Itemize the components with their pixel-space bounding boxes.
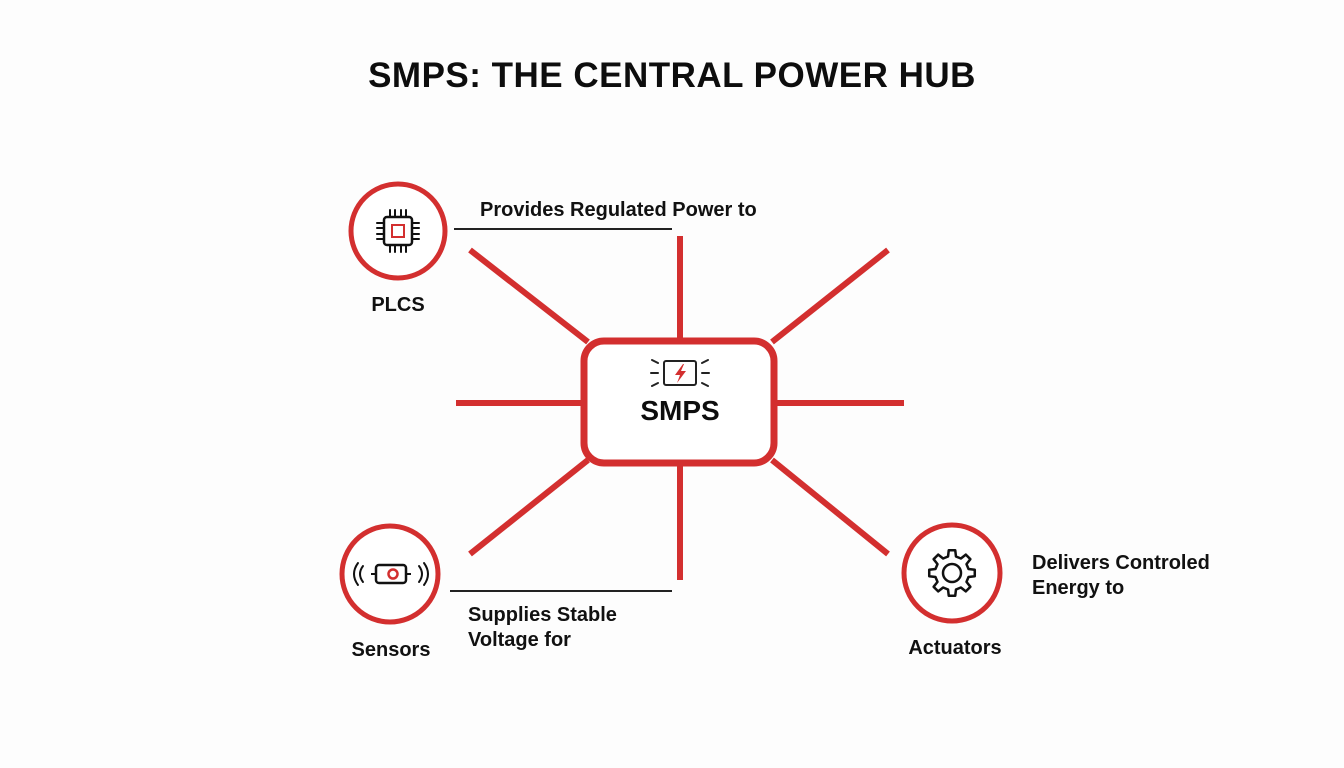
gear-icon bbox=[927, 548, 977, 598]
sensor-icon bbox=[353, 562, 429, 586]
spoke-up-right bbox=[770, 247, 890, 345]
smps-hub-label: SMPS bbox=[640, 395, 720, 426]
sensors-node-label: Sensors bbox=[351, 639, 431, 661]
sensors-node-circle bbox=[339, 523, 441, 625]
actuators-node-label: Actuators bbox=[908, 637, 1002, 659]
gear-outline bbox=[927, 548, 977, 598]
sensors-connection-label-line-2: Voltage for bbox=[468, 629, 571, 651]
sensors-connection-label-line-1: Supplies Stable bbox=[468, 604, 617, 626]
microchip-icon bbox=[376, 209, 420, 253]
plcs-node-label: PLCS bbox=[371, 294, 425, 316]
spoke-down-left bbox=[468, 457, 590, 557]
spokes bbox=[456, 236, 904, 580]
smps-hub-box bbox=[580, 337, 778, 467]
plcs-connection-label: Provides Regulated Power to bbox=[480, 199, 757, 221]
lightning-power-icon bbox=[650, 359, 710, 387]
spoke-up-left bbox=[468, 247, 590, 345]
connector-lines bbox=[450, 228, 672, 592]
actuators-connection-label-line-2: Energy to bbox=[1032, 577, 1125, 599]
page-title: SMPS: THE CENTRAL POWER HUB bbox=[368, 56, 976, 95]
plcs-node-circle bbox=[348, 181, 448, 281]
actuators-connection-label-line-1: Delivers Controled bbox=[1032, 552, 1210, 574]
spoke-down-right bbox=[770, 457, 890, 557]
